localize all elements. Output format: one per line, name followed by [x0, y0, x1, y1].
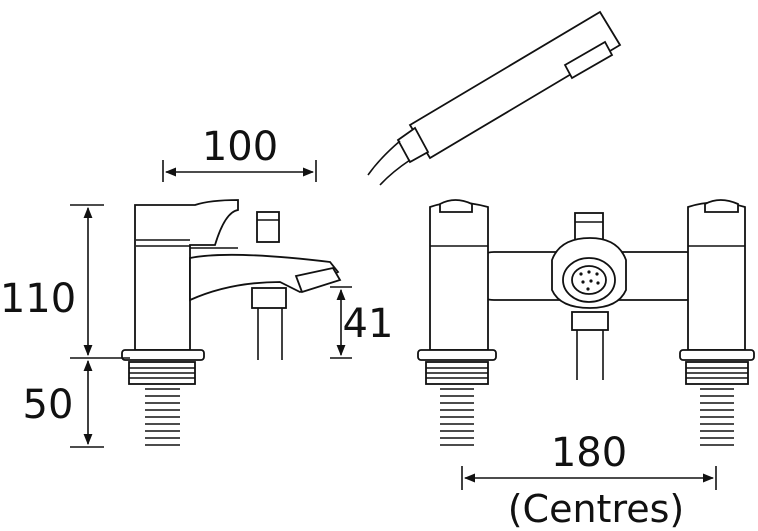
side-view: [121, 199, 342, 446]
dimension-label-41: 41: [343, 301, 394, 347]
dimension-label-100: 100: [202, 124, 278, 170]
aerator-holes: [579, 270, 600, 291]
dimension-100: 100: [162, 124, 317, 182]
dimension-110: 110: [0, 204, 130, 359]
hand-shower: [367, 10, 622, 186]
dimension-41: 41: [330, 286, 394, 359]
dimension-label-180: 180: [551, 430, 627, 476]
dimension-label-centres: (Centres): [508, 487, 685, 531]
left-tail-thread: [440, 388, 474, 446]
right-tail-thread: [700, 388, 734, 446]
dimension-label-50: 50: [23, 382, 74, 428]
dimension-50: 50: [23, 359, 104, 448]
side-tail-thread: [145, 388, 180, 446]
dimension-180: 180 (Centres): [461, 430, 717, 531]
dimension-label-110: 110: [0, 276, 76, 322]
front-view: [417, 199, 755, 446]
